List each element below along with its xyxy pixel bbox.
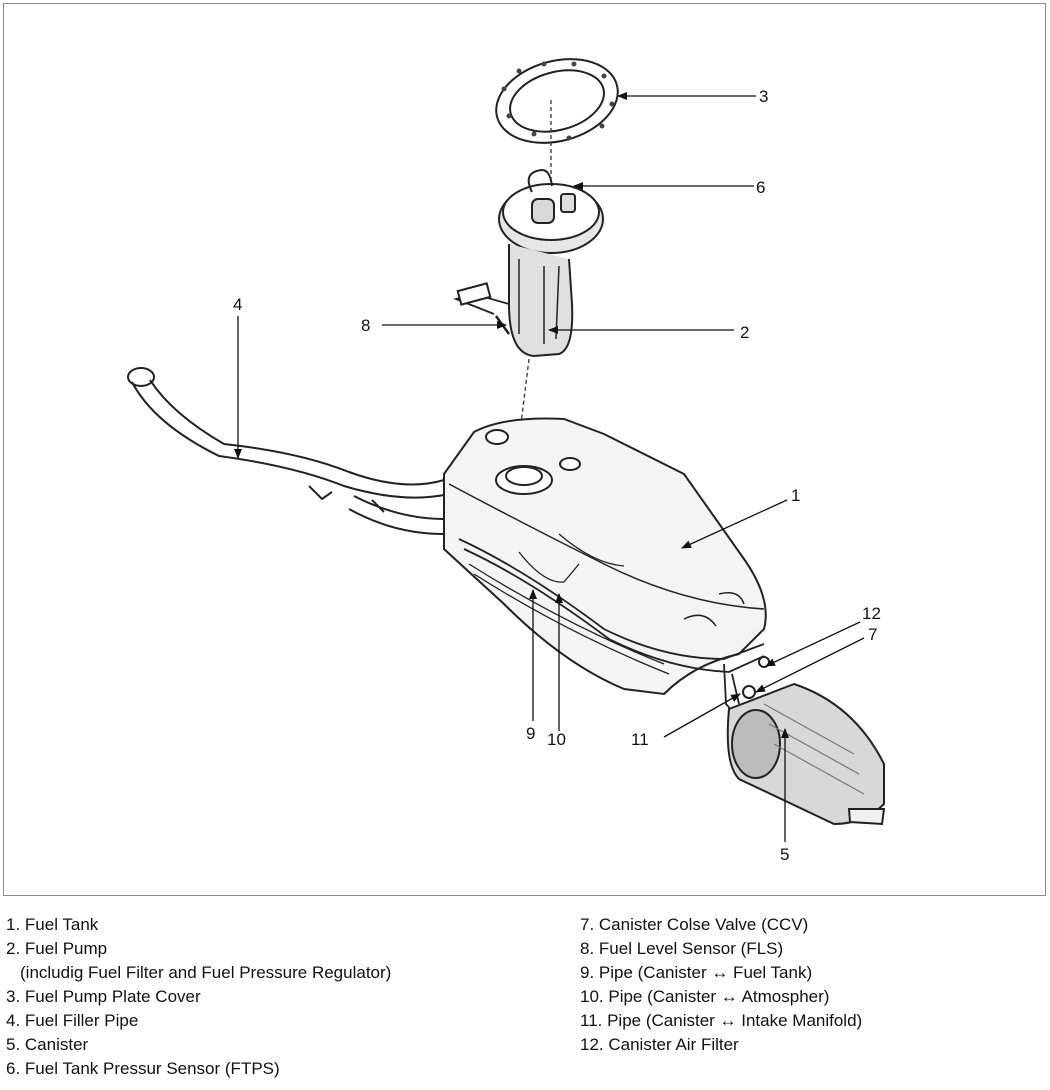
legend-item: 3. Fuel Pump Plate Cover <box>6 987 201 1006</box>
legend-item: 7. Canister Colse Valve (CCV) <box>580 915 809 934</box>
fuel-tank <box>443 417 767 696</box>
legend-item: 12. Canister Air Filter <box>580 1035 739 1054</box>
diagram-frame: 1 2 3 4 5 6 7 8 9 10 11 12 <box>3 3 1046 896</box>
fuel-pump-module <box>453 168 604 358</box>
callout-5: 5 <box>780 845 789 864</box>
legend-item: 6. Fuel Tank Pressur Sensor (FTPS) <box>6 1059 280 1078</box>
callout-11: 11 <box>631 730 649 749</box>
assembly-guide-lines <box>515 100 552 465</box>
callout-12: 12 <box>862 604 881 623</box>
legend-item: 5. Canister <box>6 1035 89 1054</box>
callout-2: 2 <box>740 323 749 342</box>
legend-item: 8. Fuel Level Sensor (FLS) <box>580 939 784 958</box>
legend-item: 4. Fuel Filler Pipe <box>6 1011 139 1030</box>
legend-item: 1. Fuel Tank <box>6 915 99 934</box>
legend-left-column: 1. Fuel Tank 2. Fuel Pump (includig Fuel… <box>6 913 526 1081</box>
legend-item: 10. Pipe (Canister ↔ Atmospher) <box>580 987 830 1006</box>
legend-item: 9. Pipe (Canister ↔ Fuel Tank) <box>580 963 813 982</box>
leader-lines <box>234 92 865 842</box>
fuel-system-illustration: 1 2 3 4 5 6 7 8 9 10 11 12 <box>127 58 886 864</box>
callout-10: 10 <box>547 730 566 749</box>
callout-7: 7 <box>868 625 877 644</box>
callout-9: 9 <box>526 724 535 743</box>
callout-4: 4 <box>233 295 242 314</box>
fuel-filler-pipe <box>127 367 467 536</box>
canister <box>726 656 886 826</box>
callout-3: 3 <box>759 87 768 106</box>
callout-1: 1 <box>791 486 800 505</box>
callout-8: 8 <box>361 316 370 335</box>
callout-6: 6 <box>756 178 765 197</box>
fuel-pump-plate-cover <box>495 58 619 144</box>
legend-item: 2. Fuel Pump <box>6 939 108 958</box>
legend-item: 11. Pipe (Canister ↔ Intake Manifold) <box>580 1011 863 1030</box>
legend-right-column: 7. Canister Colse Valve (CCV) 8. Fuel Le… <box>580 913 1040 1057</box>
legend-item-note: (includig Fuel Filter and Fuel Pressure … <box>20 963 392 982</box>
